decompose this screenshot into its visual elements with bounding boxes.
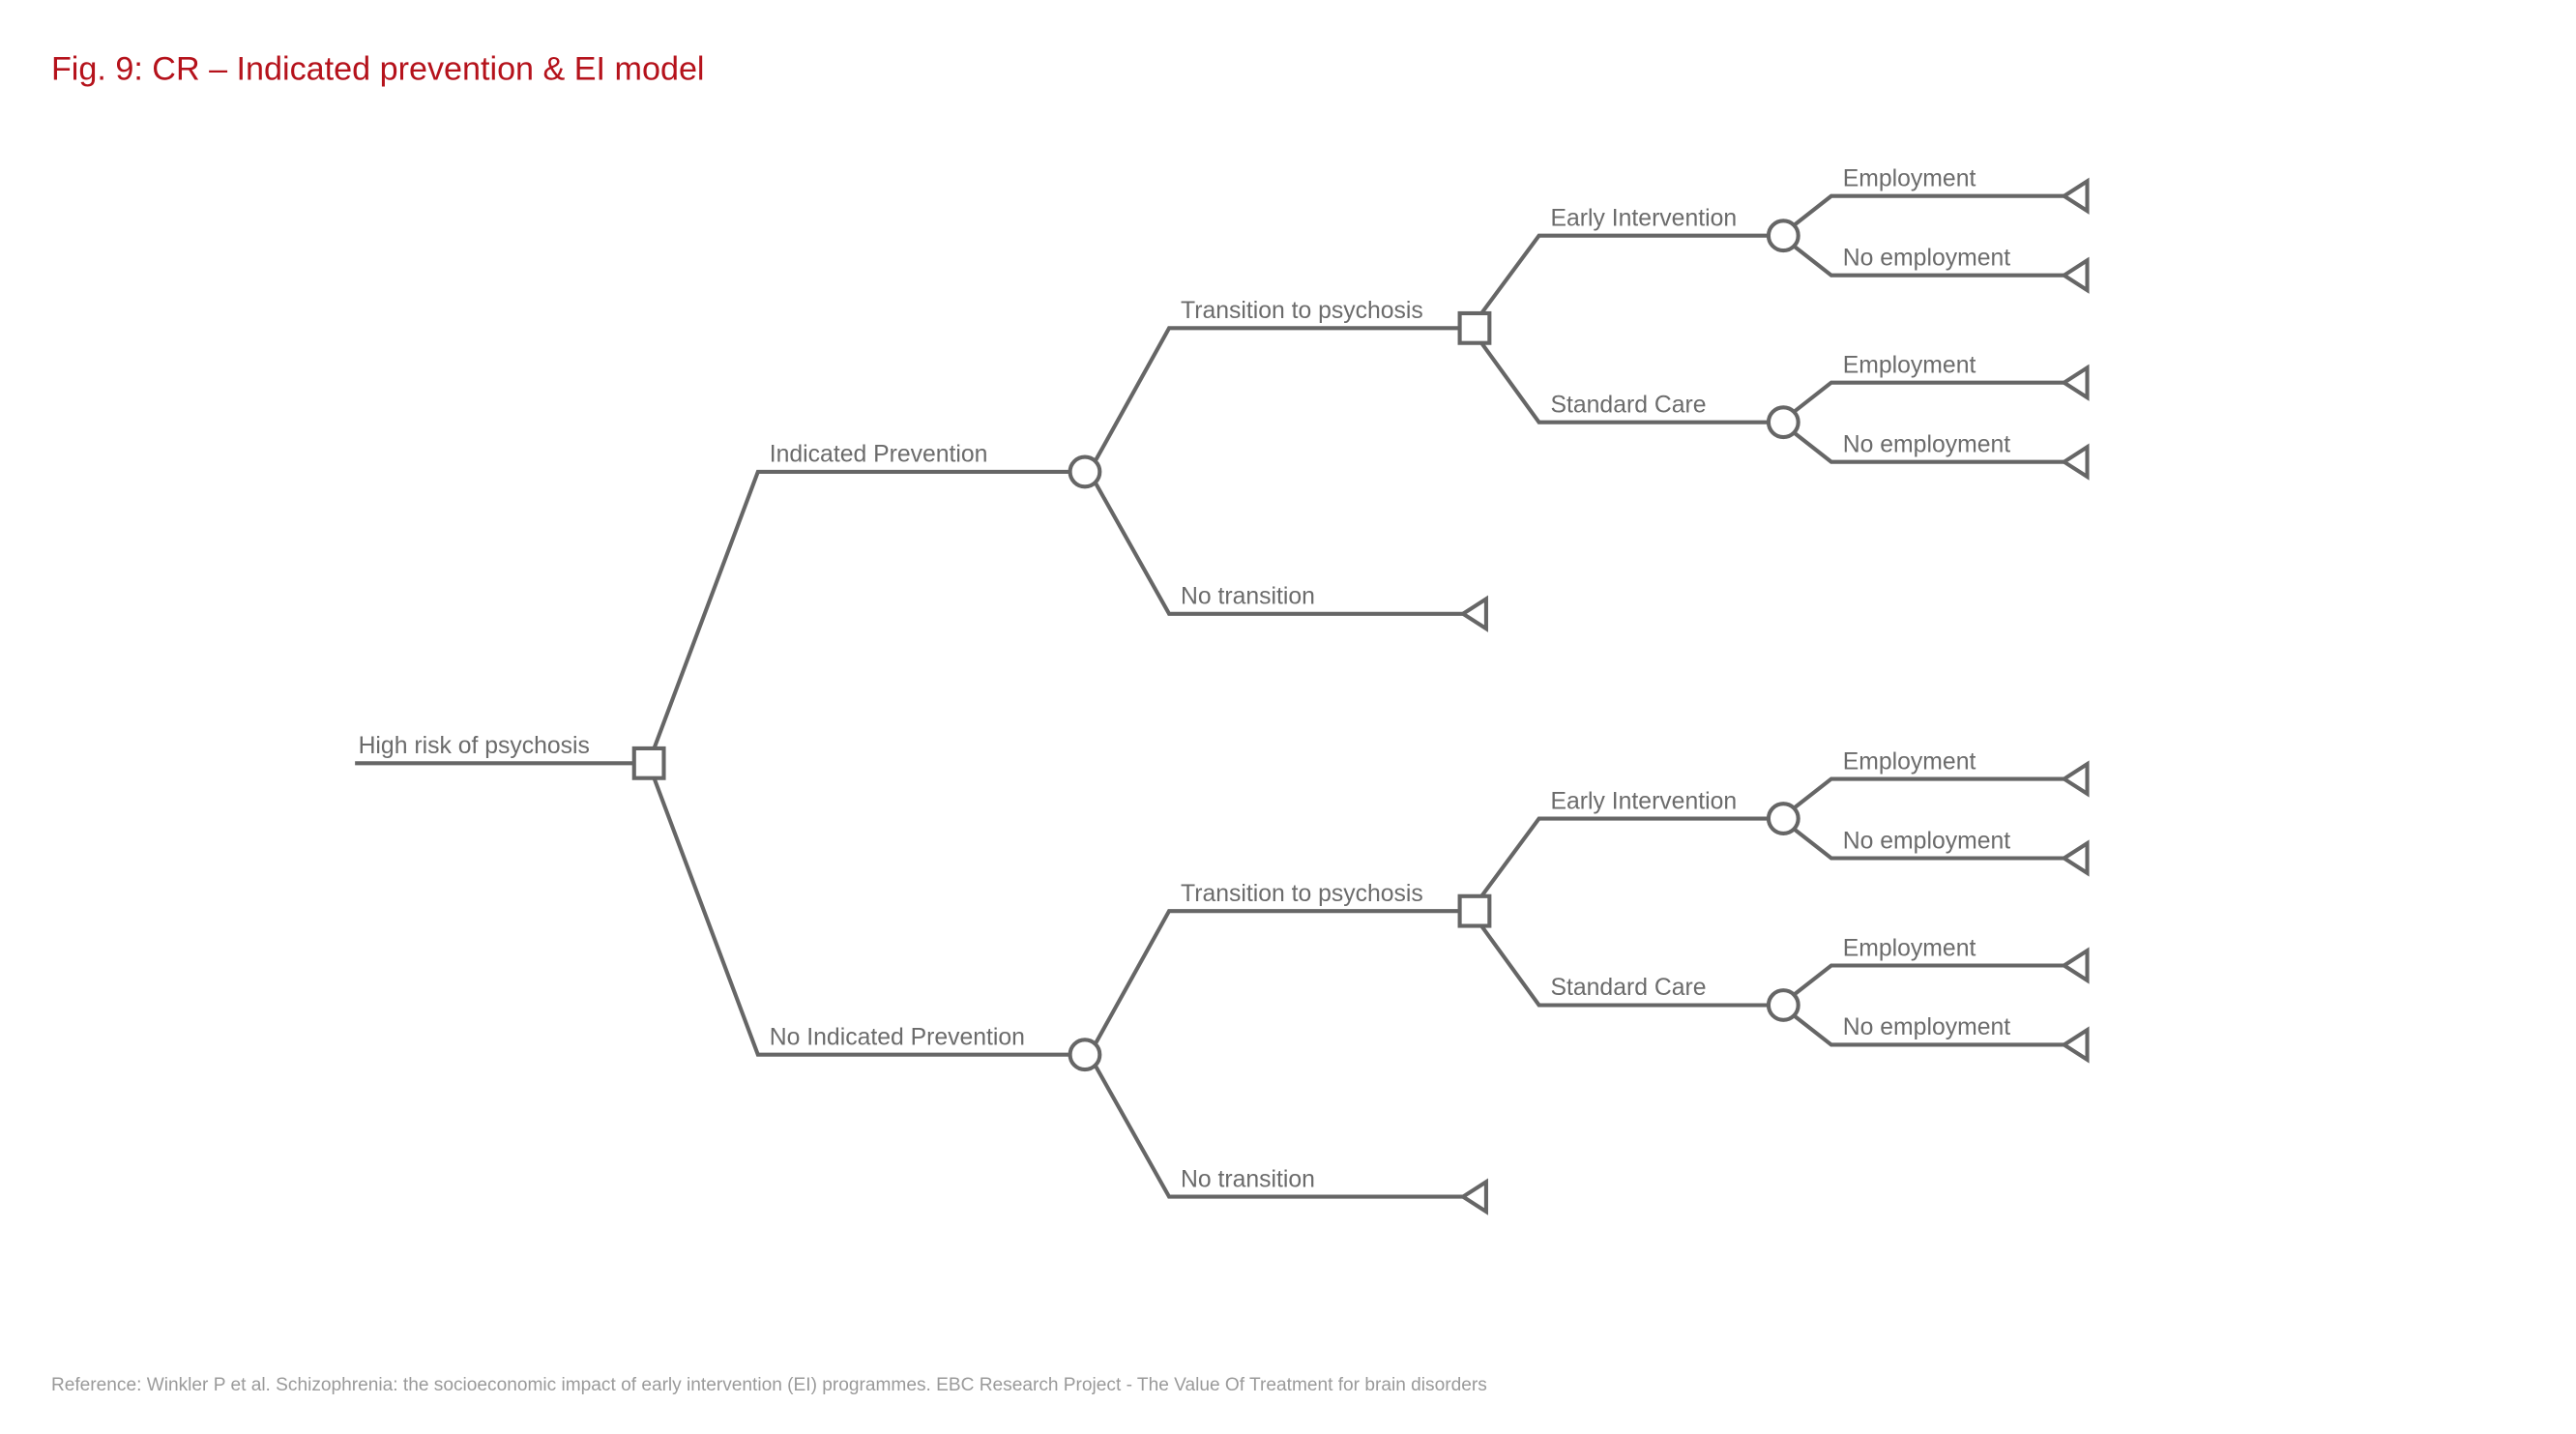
branch-label: Transition to psychosis xyxy=(1181,881,1423,907)
figure-title: Fig. 9: CR – Indicated prevention & EI m… xyxy=(51,50,705,87)
chance-node-circle xyxy=(1766,802,1800,835)
branch-line xyxy=(1792,380,2064,415)
terminal-node-triangle xyxy=(2060,256,2090,294)
branch-label: No employment xyxy=(1843,431,2010,457)
branch-label: No employment xyxy=(1843,828,2010,854)
branch-line xyxy=(1792,430,2064,464)
branch-label: Indicated Prevention xyxy=(770,442,988,468)
branch-label: Employment xyxy=(1843,352,1976,378)
terminal-node-triangle xyxy=(2060,177,2090,215)
branch-label: Employment xyxy=(1843,748,1976,775)
decision-node-square xyxy=(631,746,666,780)
chance-node-circle xyxy=(1766,405,1800,440)
branch-label: Employment xyxy=(1843,165,1976,191)
terminal-node-triangle xyxy=(1459,1178,1488,1215)
branch-line xyxy=(1792,193,2064,228)
branch-label: No Indicated Prevention xyxy=(770,1024,1025,1050)
chance-node-circle xyxy=(1068,1038,1102,1072)
branch-label: Early Intervention xyxy=(1551,788,1738,814)
branch-line xyxy=(1093,909,1460,1046)
branch-line xyxy=(1792,1013,2064,1047)
decision-node-square xyxy=(1457,310,1492,345)
branch-label: Employment xyxy=(1843,935,1976,961)
branch-label: Early Intervention xyxy=(1551,205,1738,231)
terminal-node-triangle xyxy=(1459,595,1488,632)
branch-line xyxy=(1792,963,2064,997)
reference-note: Reference: Winkler P et al. Schizophreni… xyxy=(51,1375,1487,1395)
branch-line xyxy=(1476,816,1769,903)
terminal-node-triangle xyxy=(2060,1026,2090,1064)
terminal-node-triangle xyxy=(2060,947,2090,984)
branch-line xyxy=(1476,920,1769,1008)
branch-line xyxy=(1792,827,2064,861)
branch-line xyxy=(1093,481,1464,616)
chance-node-circle xyxy=(1766,219,1800,253)
branch-line xyxy=(650,469,1070,754)
branch-line xyxy=(650,772,1070,1057)
branch-line xyxy=(1093,1063,1464,1199)
branch-line xyxy=(1792,776,2064,810)
branch-label: No transition xyxy=(1181,584,1315,610)
terminal-node-triangle xyxy=(2060,760,2090,798)
branch-line xyxy=(1792,244,2064,278)
branch-label: No employment xyxy=(1843,245,2010,271)
branch-line xyxy=(1093,326,1460,463)
terminal-node-triangle xyxy=(2060,364,2090,401)
terminal-node-triangle xyxy=(2060,443,2090,481)
branch-line xyxy=(1476,233,1769,320)
decision-tree: High risk of psychosis Indicated Preventi… xyxy=(355,165,2090,1215)
decision-node-square xyxy=(1457,893,1492,928)
chance-node-circle xyxy=(1068,454,1102,489)
branch-label: No employment xyxy=(1843,1014,2010,1040)
branch-label: No transition xyxy=(1181,1166,1315,1192)
branch-line xyxy=(1476,337,1769,424)
root-label: High risk of psychosis xyxy=(359,733,590,759)
branch-label: Standard Care xyxy=(1551,975,1707,1001)
terminal-node-triangle xyxy=(2060,839,2090,877)
branch-label: Transition to psychosis xyxy=(1181,298,1423,324)
branch-label: Standard Care xyxy=(1551,392,1707,418)
chance-node-circle xyxy=(1766,988,1800,1022)
